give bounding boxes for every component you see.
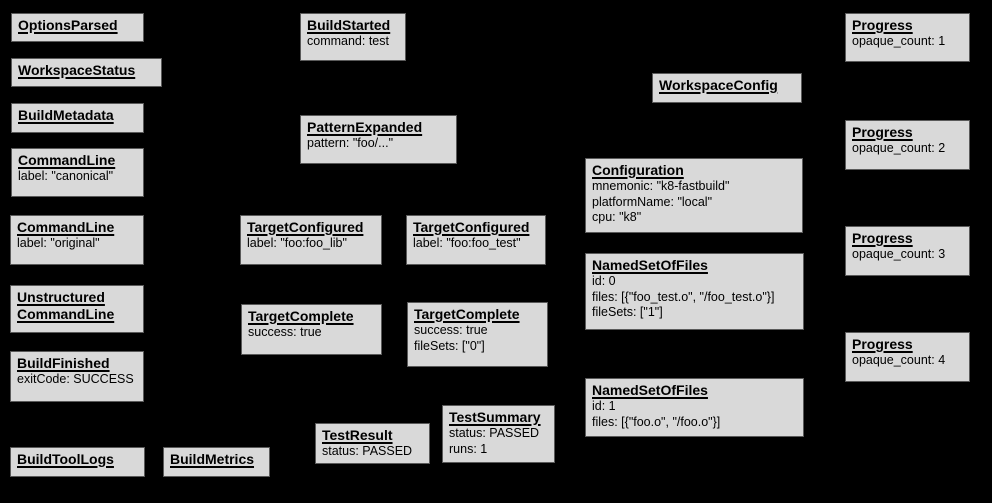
node-title: BuildFinished [17,355,110,371]
node-field: label: "foo:foo_test" [413,236,521,250]
node-target-complete-lib: TargetComplete success: true [241,304,382,355]
node-field: runs: 1 [449,441,488,456]
node-title: NamedSetOfFiles [592,257,708,273]
node-field: pattern: "foo/..." [307,136,394,150]
node-field: files: [{"foo_test.o", "/foo_test.o"}] [592,289,775,304]
node-target-configured-test: TargetConfigured label: "foo:foo_test" [406,215,546,265]
node-unstructured-command-line: Unstructured CommandLine [10,285,144,333]
node-field: success: true [414,323,488,337]
node-field: label: "foo:foo_lib" [247,236,347,250]
node-title: Progress [852,230,913,246]
node-title: TargetComplete [414,306,520,322]
node-field: success: true [248,325,322,339]
node-field: exitCode: SUCCESS [17,372,134,386]
node-options-parsed: OptionsParsed [11,13,144,42]
node-title: TestResult [322,427,393,443]
node-field: opaque_count: 2 [852,141,946,155]
node-title: Progress [852,17,913,33]
node-configuration: Configuration mnemonic: "k8-fastbuild" p… [585,158,803,233]
node-build-started: BuildStarted command: test [300,13,406,61]
node-target-complete-test: TargetComplete success: true fileSets: [… [407,302,548,367]
node-build-finished: BuildFinished exitCode: SUCCESS [10,351,144,402]
node-build-metadata: BuildMetadata [11,103,144,133]
node-title: TestSummary [449,409,541,425]
node-build-metrics: BuildMetrics [163,447,270,477]
node-progress-2: Progress opaque_count: 2 [845,120,970,170]
node-field: mnemonic: "k8-fastbuild" [592,179,730,193]
node-field: fileSets: ["1"] [592,305,663,319]
node-named-set-of-files-0: NamedSetOfFiles id: 0 files: [{"foo_test… [585,253,804,330]
node-field: platformName: "local" [592,194,713,209]
node-title: Unstructured CommandLine [17,289,115,322]
node-title: BuildMetrics [170,451,255,467]
node-test-summary: TestSummary status: PASSED runs: 1 [442,405,555,463]
node-title: CommandLine [17,219,115,235]
node-test-result: TestResult status: PASSED [315,423,430,464]
node-title: TargetConfigured [413,219,530,235]
node-command-line-original: CommandLine label: "original" [10,215,144,265]
node-field: status: PASSED [449,426,540,440]
node-title: BuildToolLogs [17,451,114,467]
node-field: id: 1 [592,399,616,413]
node-field: label: "original" [17,236,100,250]
node-progress-1: Progress opaque_count: 1 [845,13,970,62]
node-workspace-status: WorkspaceStatus [11,58,162,87]
node-field: command: test [307,34,389,48]
node-title: BuildMetadata [18,107,114,123]
node-title: OptionsParsed [18,17,118,33]
node-field: opaque_count: 3 [852,247,946,261]
node-title: BuildStarted [307,17,391,33]
node-field: cpu: "k8" [592,210,642,224]
node-field: status: PASSED [322,444,413,458]
node-title: TargetConfigured [247,219,364,235]
node-title: TargetComplete [248,308,354,324]
node-pattern-expanded: PatternExpanded pattern: "foo/..." [300,115,457,164]
node-title: Progress [852,124,913,140]
node-target-configured-lib: TargetConfigured label: "foo:foo_lib" [240,215,382,265]
node-field: label: "canonical" [18,169,114,183]
node-title: WorkspaceConfig [659,77,778,93]
node-named-set-of-files-1: NamedSetOfFiles id: 1 files: [{"foo.o", … [585,378,804,437]
node-field: fileSets: ["0"] [414,338,485,353]
node-title: Configuration [592,162,684,178]
node-command-line-canonical: CommandLine label: "canonical" [11,148,144,197]
node-title: PatternExpanded [307,119,423,135]
node-progress-3: Progress opaque_count: 3 [845,226,970,276]
node-title: CommandLine [18,152,116,168]
node-title: Progress [852,336,913,352]
node-field: opaque_count: 1 [852,34,946,48]
node-build-tool-logs: BuildToolLogs [10,447,145,477]
node-field: opaque_count: 4 [852,353,946,367]
node-title: WorkspaceStatus [18,62,136,78]
node-progress-4: Progress opaque_count: 4 [845,332,970,382]
node-title: NamedSetOfFiles [592,382,708,398]
node-field: id: 0 [592,274,616,288]
node-field: files: [{"foo.o", "/foo.o"}] [592,414,721,429]
node-workspace-config: WorkspaceConfig [652,73,802,103]
